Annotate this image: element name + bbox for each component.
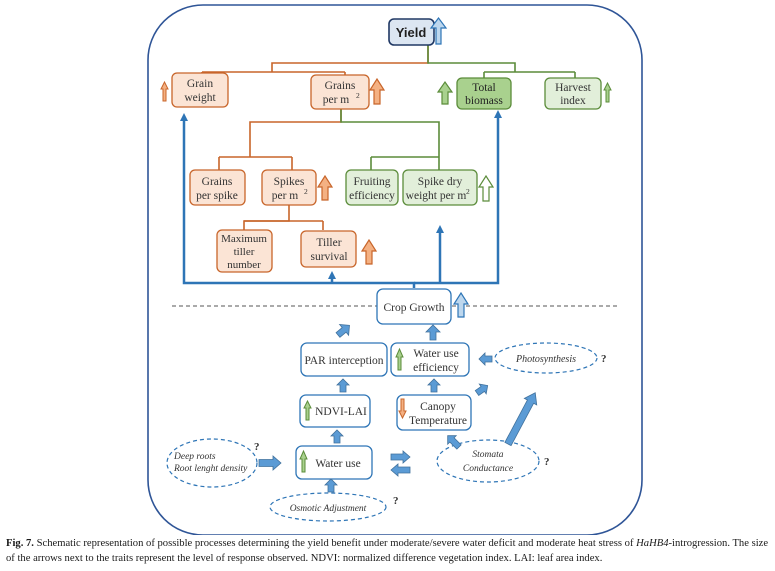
svg-text:Temperature: Temperature xyxy=(409,415,467,427)
svg-text:NDVI-LAI: NDVI-LAI xyxy=(315,406,367,418)
svg-text:weight: weight xyxy=(184,92,216,104)
canopy-temperature-node: Canopy Temperature xyxy=(396,394,472,431)
arrow-up-icon xyxy=(452,291,470,318)
svg-text:tiller: tiller xyxy=(234,246,255,258)
svg-text:Canopy: Canopy xyxy=(420,401,456,413)
max-tiller-number-node: Maximum tiller number xyxy=(216,229,273,273)
caption-text-b: -introgression. The size of the arrows n… xyxy=(6,538,769,564)
svg-text:Stomata: Stomata xyxy=(472,450,503,460)
svg-text:Photosynthesis: Photosynthesis xyxy=(515,354,576,365)
grains-per-spike-node: Grains per spike xyxy=(189,169,246,206)
arrow-up-icon xyxy=(436,80,454,105)
svg-text:Deep roots: Deep roots xyxy=(173,452,216,462)
svg-text:Grains: Grains xyxy=(202,176,233,188)
fruiting-efficiency-node: Fruiting efficiency xyxy=(345,169,399,206)
question-mark: ? xyxy=(544,456,550,468)
svg-text:survival: survival xyxy=(310,251,347,263)
arrow-up-icon xyxy=(360,238,378,265)
grains-per-m2-node: Grains per m 2 xyxy=(310,74,370,110)
svg-text:2: 2 xyxy=(466,187,470,196)
svg-text:Spike dry: Spike dry xyxy=(418,176,463,188)
svg-text:Water use: Water use xyxy=(315,458,360,470)
arrow-up-icon xyxy=(395,347,404,371)
svg-text:Conductance: Conductance xyxy=(463,464,513,474)
arrow-up-icon xyxy=(603,81,612,103)
par-interception-node: PAR interception xyxy=(300,342,388,377)
crop-growth-node: Crop Growth xyxy=(376,288,452,325)
arrow-up-icon xyxy=(160,80,169,102)
outer-frame xyxy=(147,4,643,535)
spike-dry-weight-node: Spike dry weight per m 2 xyxy=(402,169,478,206)
svg-text:Harvest: Harvest xyxy=(555,82,592,94)
svg-text:index: index xyxy=(560,95,586,107)
yield-connectors xyxy=(201,45,576,78)
water-use-efficiency-node: Water use efficiency xyxy=(390,342,470,377)
svg-text:Maximum: Maximum xyxy=(221,233,267,245)
arrow-up-icon xyxy=(429,17,448,45)
response-arrows xyxy=(160,17,612,473)
svg-text:2: 2 xyxy=(304,187,308,196)
svg-text:efficiency: efficiency xyxy=(349,190,395,202)
caption-text-a: Schematic representation of possible pro… xyxy=(33,538,637,549)
svg-text:Grains: Grains xyxy=(325,80,356,92)
yield-node: Yield xyxy=(388,18,435,46)
svg-text:Spikes: Spikes xyxy=(274,176,305,188)
question-mark: ? xyxy=(601,353,607,365)
figure-caption: Fig. 7. Schematic representation of poss… xyxy=(6,536,770,566)
photosynthesis-node: Photosynthesis ? xyxy=(494,342,607,374)
harvest-index-node: Harvest index xyxy=(544,77,602,110)
ndvi-lai-node: NDVI-LAI xyxy=(299,394,371,428)
spikes-per-m2-node: Spikes per m 2 xyxy=(261,169,317,206)
question-mark: ? xyxy=(393,495,399,507)
svg-text:Crop Growth: Crop Growth xyxy=(383,302,444,314)
svg-text:Water use: Water use xyxy=(413,348,458,360)
arrow-up-icon xyxy=(477,174,495,202)
spikes-connectors xyxy=(243,205,324,230)
stomata-conductance-node: Stomata Conductance ? xyxy=(436,439,550,483)
arrow-up-icon xyxy=(299,449,308,473)
caption-label: Fig. 7. xyxy=(6,538,34,549)
question-mark: ? xyxy=(254,441,260,453)
svg-text:number: number xyxy=(227,259,261,271)
arrow-down-icon xyxy=(398,398,407,420)
svg-text:biomass: biomass xyxy=(465,95,503,107)
grains-connectors xyxy=(218,109,440,170)
svg-text:Total: Total xyxy=(472,82,495,94)
deep-roots-node: Deep roots Root lenght density ? xyxy=(166,438,260,488)
process-arrows xyxy=(258,324,538,493)
svg-text:weight per m: weight per m xyxy=(406,190,467,202)
svg-text:Fruiting: Fruiting xyxy=(353,176,390,188)
svg-text:Osmotic Adjustment: Osmotic Adjustment xyxy=(290,504,367,514)
yield-label: Yield xyxy=(396,25,427,40)
osmotic-adjustment-node: Osmotic Adjustment ? xyxy=(269,492,399,522)
svg-text:Tiller: Tiller xyxy=(316,237,341,249)
svg-text:2: 2 xyxy=(356,91,360,100)
svg-text:per m: per m xyxy=(323,94,350,106)
total-biomass-node: Total biomass xyxy=(456,77,512,110)
svg-text:PAR interception: PAR interception xyxy=(304,355,383,367)
svg-text:per m: per m xyxy=(272,190,299,202)
svg-text:Root lenght density: Root lenght density xyxy=(173,464,248,474)
yield-process-diagram: Yield Grain weight Grains per m 2 Total … xyxy=(147,4,643,535)
caption-gene: HaHB4 xyxy=(636,538,669,549)
svg-text:Grain: Grain xyxy=(187,78,213,90)
grain-weight-node: Grain weight xyxy=(171,72,229,108)
svg-text:efficiency: efficiency xyxy=(413,362,459,374)
tiller-survival-node: Tiller survival xyxy=(300,230,357,268)
water-use-node: Water use xyxy=(295,445,373,480)
arrow-up-icon xyxy=(303,399,312,421)
arrow-up-icon xyxy=(368,77,386,105)
crop-growth-flow xyxy=(180,110,502,288)
svg-text:per spike: per spike xyxy=(196,190,238,202)
arrow-up-icon xyxy=(316,174,334,201)
